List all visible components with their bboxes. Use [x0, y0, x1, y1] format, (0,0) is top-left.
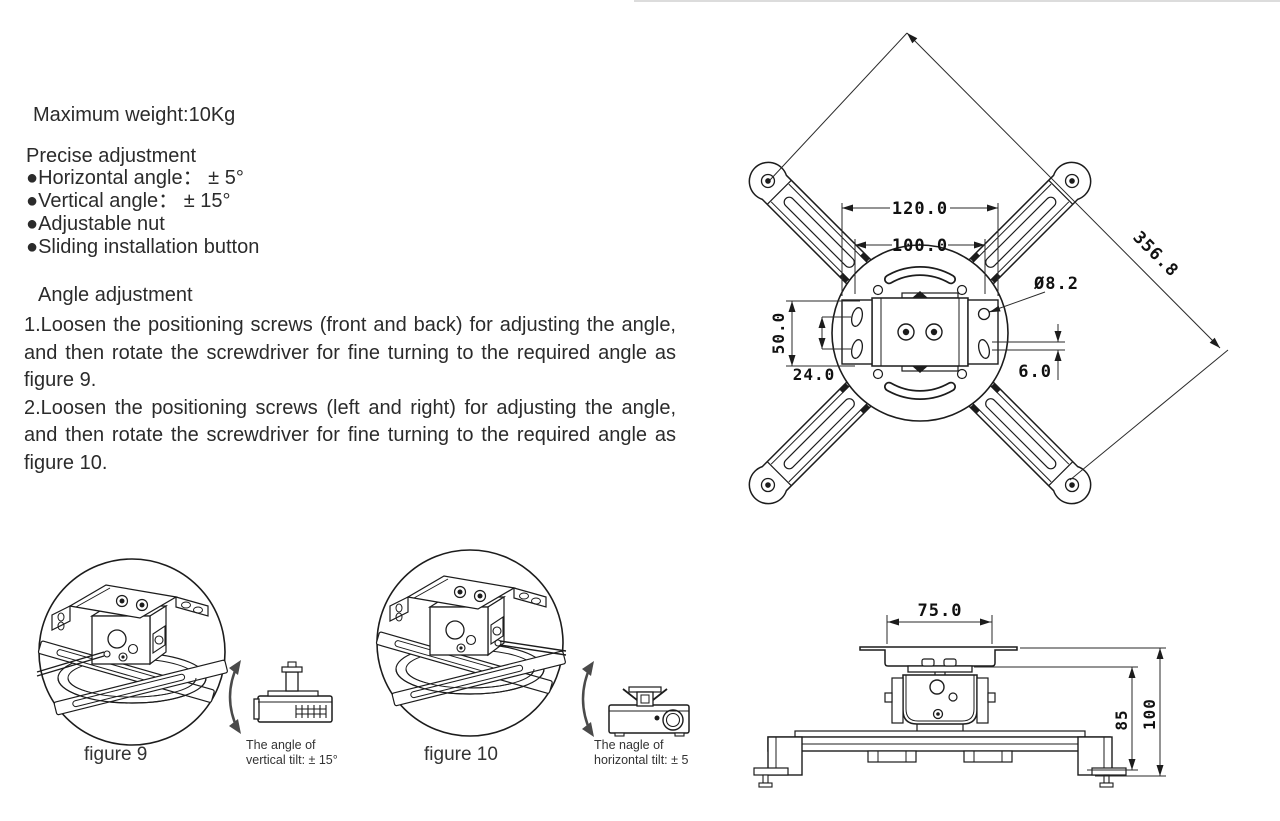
screwdriver — [494, 639, 567, 656]
grille — [295, 705, 327, 718]
swivel-bracket — [884, 672, 996, 731]
dimension-100-side: 100 — [1020, 647, 1166, 777]
dimension-50: 50.0 — [769, 300, 860, 367]
dimension-120: 120.0 — [841, 199, 999, 296]
tilt-arrow-icon — [581, 664, 593, 734]
dim-label-50: 50.0 — [769, 312, 788, 355]
dim-label-75: 75.0 — [918, 601, 963, 621]
top-view-drawing: 120.0 100.0 50.0 24.0 — [740, 32, 1229, 513]
figure9-drawing — [36, 558, 229, 746]
caption-line: The angle of — [246, 738, 316, 752]
feature-item: ●Sliding installation button — [26, 236, 260, 258]
caption-line: horizontal tilt: ± 5 — [594, 753, 689, 767]
figure10-label: figure 10 — [424, 744, 498, 765]
rail-assembly — [753, 730, 1127, 788]
figure9-caption: The angle of vertical tilt: ± 15° — [246, 738, 338, 768]
feature-item: ●Horizontal angle： ± 5° — [26, 167, 244, 189]
ceiling-bracket — [859, 646, 1018, 673]
dimension-75: 75.0 — [886, 601, 993, 644]
dim-label-6: 6.0 — [1018, 362, 1052, 382]
dim-label-100-side: 100 — [1140, 698, 1159, 730]
dim-label-85: 85 — [1112, 709, 1131, 730]
feature-item: ●Vertical angle： ± 15° — [26, 190, 231, 212]
feature-list: ●Horizontal angle： ± 5° ●Vertical angle：… — [26, 167, 259, 259]
dim-label-hole: Ø8.2 — [1033, 274, 1079, 294]
step-2: 2.Loosen the positioning screws (left an… — [24, 396, 676, 474]
figure9-label: figure 9 — [84, 744, 148, 765]
center-block — [841, 291, 999, 373]
dimension-24: 24.0 — [793, 316, 851, 384]
max-weight-text: Maximum weight:10Kg — [33, 104, 236, 126]
projector-front-view — [608, 686, 690, 737]
side-view-drawing: 75.0 85 100 — [753, 601, 1166, 788]
screwdriver — [36, 650, 111, 677]
caption-line: The nagle of — [594, 738, 664, 752]
precise-adjustment-heading: Precise adjustment — [26, 145, 197, 167]
dimension-85: 85 — [974, 666, 1138, 771]
page-edge-artifact — [634, 0, 1280, 2]
dim-label-diagonal: 356.8 — [1129, 228, 1183, 282]
dim-label-24: 24.0 — [793, 365, 836, 384]
dim-label-100: 100.0 — [892, 236, 948, 256]
figure10-drawing — [375, 549, 567, 737]
instructions: 1.Loosen the positioning screws (front a… — [24, 312, 676, 477]
step-1: 1.Loosen the positioning screws (front a… — [24, 314, 676, 391]
vertical-tilt-icon — [228, 660, 333, 734]
figure10-caption: The nagle of horizontal tilt: ± 5 — [594, 738, 688, 768]
dimension-hole: Ø8.2 — [988, 274, 1079, 313]
caption-line: vertical tilt: ± 15° — [246, 753, 338, 767]
angle-adjustment-heading: Angle adjustment — [38, 284, 193, 306]
projector-side-view — [253, 661, 333, 723]
dimension-6: 6.0 — [992, 324, 1065, 382]
dimension-100: 100.0 — [854, 236, 986, 294]
horizontal-tilt-icon — [581, 661, 690, 737]
feature-item: ●Adjustable nut — [26, 213, 165, 235]
dim-label-120: 120.0 — [892, 199, 948, 219]
